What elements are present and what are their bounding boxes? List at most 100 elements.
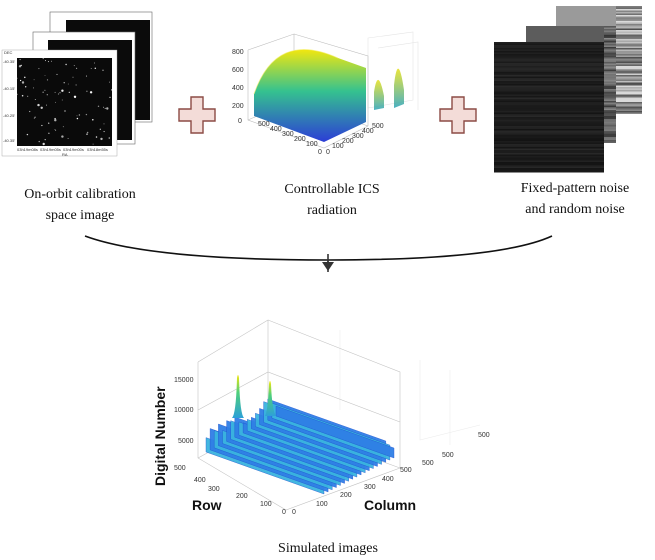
noise-stripe bbox=[494, 166, 604, 168]
star-dot bbox=[33, 79, 35, 81]
star-dot bbox=[33, 87, 34, 89]
noise-stripe bbox=[604, 72, 616, 74]
noise-stripe bbox=[616, 91, 642, 93]
noise-stripe bbox=[494, 141, 604, 143]
ics-x-tick-1: 500 bbox=[258, 121, 270, 128]
ghost-tick-1: 500 bbox=[422, 460, 434, 467]
star-dot bbox=[106, 107, 109, 110]
star-dot bbox=[37, 103, 40, 107]
noise-stripe bbox=[494, 54, 604, 56]
star-dot bbox=[40, 106, 43, 110]
noise-stripe bbox=[616, 58, 642, 60]
noise-stripe bbox=[616, 33, 642, 35]
noise-stripe bbox=[604, 135, 616, 137]
noise-stripe bbox=[494, 66, 604, 68]
ra-tick-1: 03h19m08s bbox=[17, 147, 38, 152]
star-dot bbox=[61, 135, 64, 138]
noise-stripe bbox=[616, 37, 642, 39]
noise-stripe bbox=[494, 79, 604, 81]
sim-col-tick-6: 500 bbox=[400, 467, 412, 474]
noise-stripe bbox=[494, 136, 604, 138]
noise-stripe bbox=[604, 36, 616, 38]
noise-stripe bbox=[616, 99, 642, 101]
noise-stripe bbox=[604, 51, 616, 53]
noise-stripe bbox=[604, 123, 616, 125]
star-dot bbox=[44, 89, 46, 91]
noise-stripe bbox=[616, 6, 642, 8]
star-dot bbox=[34, 99, 36, 100]
star-dot bbox=[44, 75, 46, 76]
noise-stripe bbox=[616, 76, 642, 78]
noise-stripe bbox=[616, 66, 642, 68]
sim-row-tick-2: 400 bbox=[194, 477, 206, 484]
noise-stripe bbox=[604, 45, 616, 47]
sim-row-tick-6: 0 bbox=[282, 509, 286, 516]
noise-stripe bbox=[616, 19, 642, 21]
noise-stripe bbox=[494, 145, 604, 147]
ics-x-tick-5: 100 bbox=[306, 141, 318, 148]
noise-stripe bbox=[494, 76, 604, 78]
noise-stripe bbox=[604, 113, 616, 115]
ics-z-tick-4: 200 bbox=[232, 103, 244, 110]
ics-z-tick-3: 400 bbox=[232, 85, 244, 92]
noise-stripe bbox=[494, 117, 604, 119]
noise-stripe bbox=[604, 47, 616, 49]
sim-row-tick-5: 100 bbox=[260, 501, 272, 508]
star-dot bbox=[50, 60, 52, 62]
space-image-caption-line2: space image bbox=[45, 208, 115, 223]
dec-label: DEC bbox=[4, 50, 13, 55]
noise-stripe bbox=[616, 7, 642, 9]
star-dot bbox=[21, 81, 25, 84]
noise-stripe bbox=[604, 56, 616, 58]
space-image-stack: DEC -40.35' -40.15' -40.25' -40.35' 03h1… bbox=[1, 11, 153, 157]
ics-caption-line2: radiation bbox=[307, 203, 357, 218]
noise-stripe bbox=[494, 169, 604, 171]
noise-stripe bbox=[494, 123, 604, 125]
simulated-image-plot: 15000 10000 5000 500 400 300 200 100 0 0… bbox=[152, 319, 490, 516]
noise-stripe bbox=[494, 154, 604, 156]
ics-caption-line1: Controllable ICS bbox=[284, 182, 380, 197]
noise-stripe bbox=[494, 150, 604, 152]
star-dot bbox=[78, 114, 81, 116]
ics-y-tick-3: 200 bbox=[342, 138, 354, 145]
star-dot bbox=[103, 123, 105, 125]
noise-stripe bbox=[494, 121, 604, 123]
star-dot bbox=[59, 92, 61, 94]
noise-stripe bbox=[494, 48, 604, 50]
noise-stripe bbox=[616, 28, 642, 30]
noise-stripe bbox=[616, 96, 642, 98]
ics-radiation-plot: 800 600 400 200 0 500 400 300 200 100 0 … bbox=[232, 31, 419, 156]
noise-stripe bbox=[494, 124, 604, 126]
star-dot bbox=[21, 94, 24, 97]
noise-stripe bbox=[604, 83, 616, 85]
noise-stripe bbox=[616, 21, 642, 23]
noise-stripe bbox=[494, 126, 604, 128]
noise-stripe bbox=[604, 54, 616, 56]
noise-stripe bbox=[604, 78, 616, 80]
noise-stripe bbox=[604, 32, 616, 34]
star-dot bbox=[86, 90, 88, 92]
noise-stripe bbox=[604, 63, 616, 65]
plus-operator-icon bbox=[178, 96, 216, 134]
noise-stripe bbox=[616, 72, 642, 74]
noise-stripe bbox=[616, 16, 642, 18]
noise-stripe bbox=[494, 58, 604, 60]
noise-stripe bbox=[604, 114, 616, 116]
star-dot bbox=[86, 131, 89, 134]
dec-tick-4: -40.35' bbox=[3, 138, 15, 143]
noise-stripe bbox=[616, 106, 642, 108]
noise-stripe bbox=[604, 74, 616, 76]
noise-stripe bbox=[604, 128, 616, 130]
noise-stripe bbox=[604, 80, 616, 82]
noise-stripe bbox=[616, 100, 642, 102]
noise-stripe bbox=[494, 153, 604, 155]
noise-stripe bbox=[616, 73, 642, 75]
star-dot bbox=[42, 91, 44, 93]
noise-stripe bbox=[604, 141, 616, 143]
noise-stripe bbox=[616, 67, 642, 69]
noise-stripe bbox=[616, 85, 642, 87]
noise-stripe bbox=[494, 129, 604, 131]
noise-stripe bbox=[604, 92, 616, 94]
noise-stripe bbox=[616, 42, 642, 44]
ics-x-tick-6: 0 bbox=[318, 149, 322, 156]
